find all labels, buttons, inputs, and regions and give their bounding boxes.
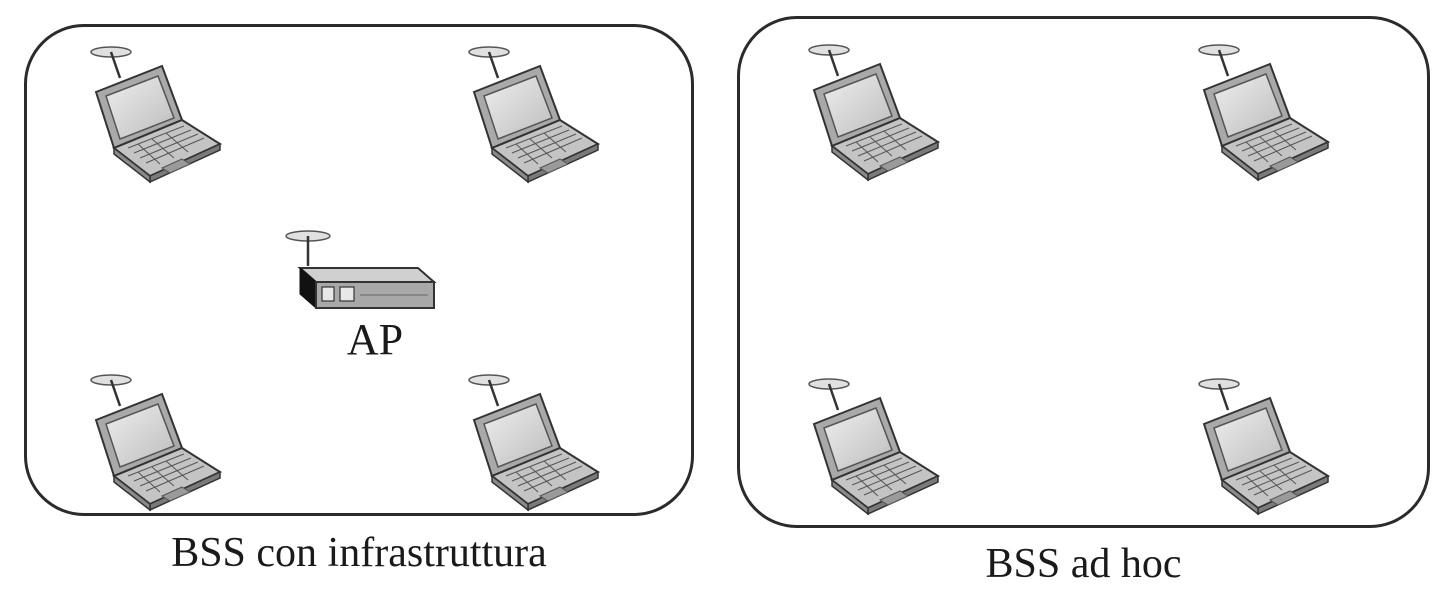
laptop-with-antenna-icon	[796, 372, 946, 517]
laptop-with-antenna-icon	[78, 368, 228, 513]
infrastructure-bss-caption: BSS con infrastruttura	[171, 530, 547, 576]
access-point-label: AP	[346, 315, 404, 364]
adhoc-bss-caption: BSS ad hoc	[985, 541, 1182, 587]
laptop-with-antenna-icon	[1186, 372, 1336, 517]
laptop-with-antenna-icon	[456, 40, 606, 185]
laptop-with-antenna-icon	[796, 38, 946, 183]
access-point-icon	[278, 228, 438, 314]
laptop-with-antenna-icon	[78, 40, 228, 185]
laptop-with-antenna-icon	[456, 368, 606, 513]
laptop-with-antenna-icon	[1186, 38, 1336, 183]
